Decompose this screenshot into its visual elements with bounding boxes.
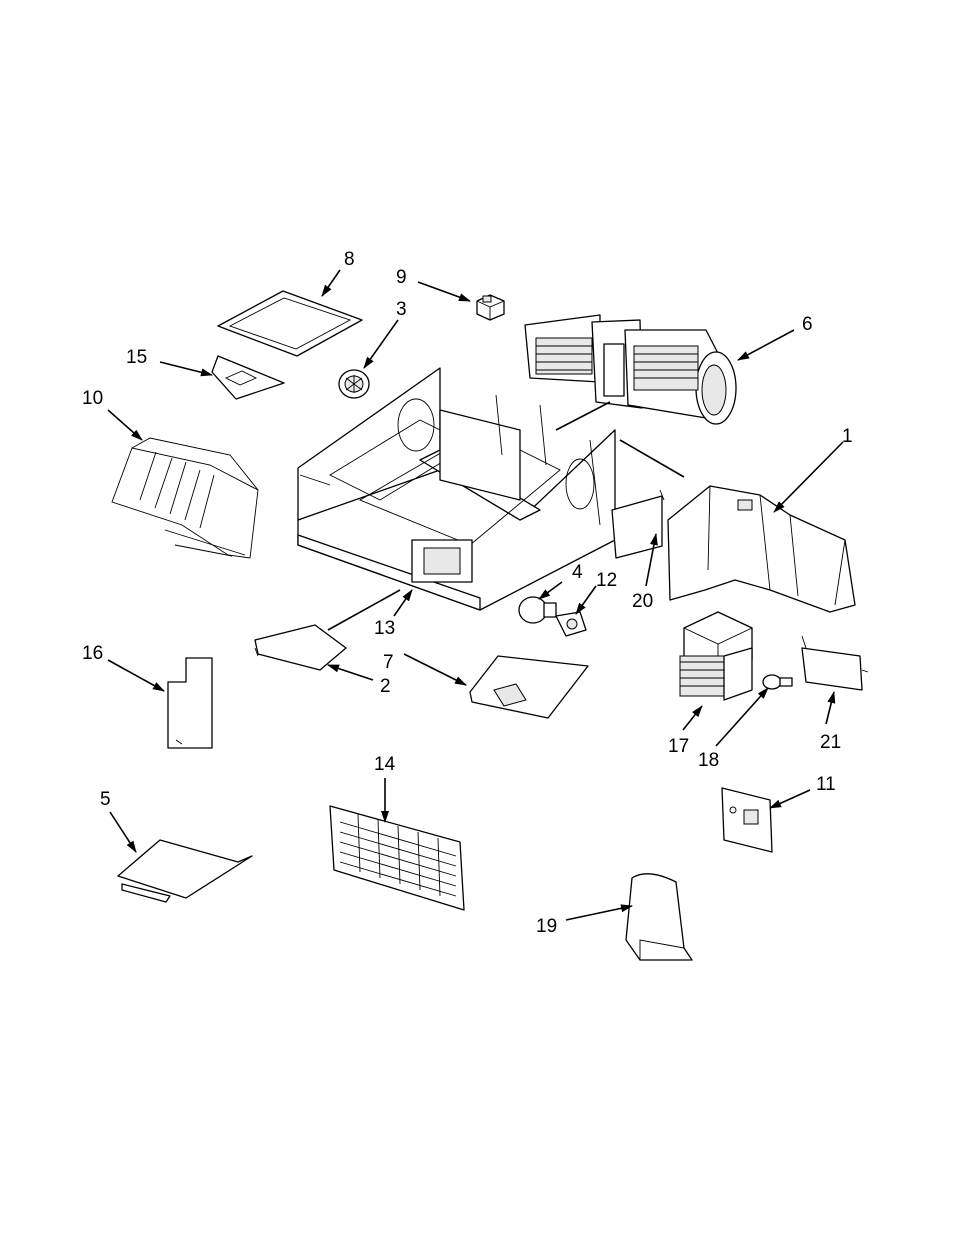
callout-15: 15	[126, 347, 147, 368]
callout-19: 19	[536, 916, 557, 937]
callout-1: 1	[842, 426, 853, 447]
callout-13: 13	[374, 618, 395, 639]
part-4-lamp[interactable]	[519, 597, 556, 623]
callout-7: 7	[383, 652, 394, 673]
part-21-board[interactable]	[802, 636, 868, 690]
part-5-bottom-plate[interactable]	[118, 840, 252, 902]
callout-6: 6	[802, 314, 813, 335]
part-20-circuit-board[interactable]	[612, 490, 664, 558]
part-12-lamp-socket[interactable]	[556, 612, 586, 636]
part-19-vent-duct[interactable]	[626, 874, 692, 960]
part-6-blower-motor[interactable]	[525, 315, 736, 424]
callout-14: 14	[374, 754, 396, 775]
callout-10: 10	[82, 388, 103, 409]
callout-2: 2	[380, 676, 391, 697]
part-17-transformer[interactable]	[680, 612, 752, 700]
callout-12: 12	[596, 570, 617, 591]
part-9-connector[interactable]	[477, 295, 504, 320]
part-2-plate[interactable]	[255, 625, 346, 670]
callout-4: 4	[572, 562, 583, 583]
part-15-plate[interactable]	[212, 356, 284, 399]
callout-16: 16	[82, 643, 103, 664]
part-7-floor-plate[interactable]	[470, 656, 588, 718]
callout-18: 18	[698, 750, 719, 771]
part-1-air-duct[interactable]	[668, 486, 855, 612]
part-10-cover-panel[interactable]	[112, 438, 258, 558]
part-11-control-panel[interactable]	[722, 788, 772, 852]
part-8-filter-frame[interactable]	[218, 291, 362, 356]
part-14-grille[interactable]	[330, 806, 464, 910]
callout-20: 20	[632, 591, 653, 612]
part-13-main-chassis[interactable]	[298, 368, 615, 610]
callout-11: 11	[816, 774, 836, 795]
callout-9: 9	[396, 267, 407, 288]
callout-17: 17	[668, 736, 689, 757]
part-16-bracket[interactable]	[168, 658, 212, 748]
part-18-thermostat[interactable]	[763, 675, 792, 689]
callout-8: 8	[344, 249, 355, 270]
callout-5: 5	[100, 789, 111, 810]
callout-21: 21	[820, 732, 841, 753]
callout-3: 3	[396, 299, 407, 320]
part-3-vent-disc[interactable]	[339, 370, 369, 398]
